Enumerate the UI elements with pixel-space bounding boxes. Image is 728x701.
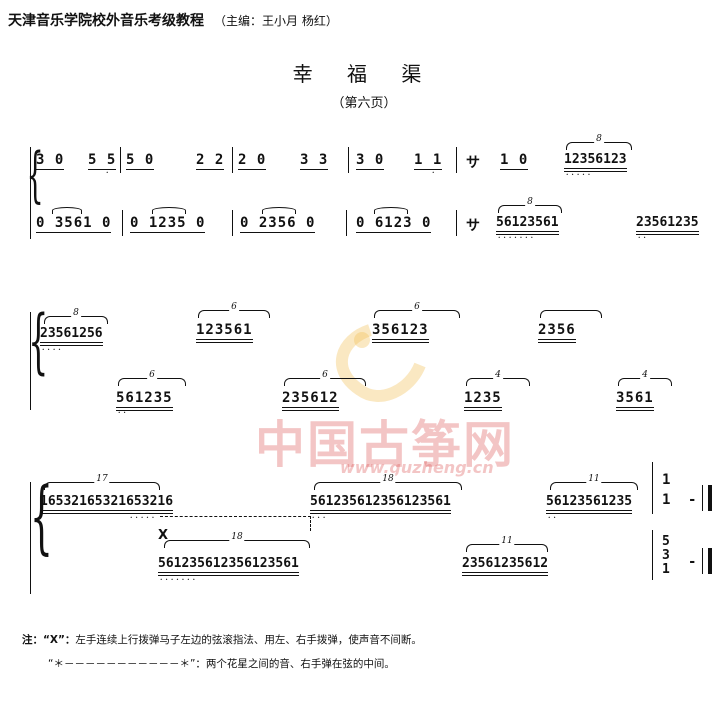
tuplet-bracket: 8 <box>44 308 108 324</box>
note-run: 3561 <box>616 390 654 411</box>
footnote-star: “＊－－－－－－－－－－－＊”：两个花星之间的音、右手弹在弦的中间。 <box>48 658 395 670</box>
note-group: 2 0 <box>238 152 267 170</box>
tuplet-bracket: 8 <box>566 134 632 150</box>
lower-octave-dot: · <box>106 168 112 177</box>
chord-note: 3 <box>662 548 670 563</box>
final-barline <box>708 485 712 511</box>
barline <box>120 147 122 173</box>
scatter-mark: サ <box>466 218 481 234</box>
slur <box>374 207 408 214</box>
note-group: 1 1 <box>414 152 443 170</box>
note-run: 123561 <box>196 322 253 343</box>
barline <box>702 485 704 511</box>
note-group: 3 3 <box>300 152 329 170</box>
barline <box>702 548 704 574</box>
series-name: 天津音乐学院校外音乐考级教程 <box>8 13 204 29</box>
note-run: 23561235 <box>636 215 699 235</box>
watermark-url: www.guzheng.cn <box>340 458 494 477</box>
note-run: 2356 <box>538 322 576 343</box>
final-barline <box>708 548 712 574</box>
footnote-x: 注：“X”：左手连续上行拨弹马子左边的弦滚指法、用左、右手拨弹，使声音不间断。 <box>22 634 422 646</box>
barline <box>456 210 458 236</box>
tuplet-bracket: 18 <box>164 532 310 548</box>
system-brace: { <box>29 470 53 563</box>
note-group: 0 2356 0 <box>240 215 316 233</box>
barline <box>348 147 350 173</box>
tuplet-bracket: 11 <box>550 474 638 490</box>
slur <box>52 207 82 214</box>
watermark-text: 中国古筝网 <box>255 416 515 474</box>
system-barline <box>30 147 32 239</box>
note-run: 356123 <box>372 322 429 343</box>
tuplet-bracket <box>540 310 602 318</box>
barline <box>652 462 654 514</box>
chord-note: 1 <box>662 472 672 488</box>
chord-note: 1 <box>662 562 670 577</box>
page-label: （第六页） <box>331 96 397 111</box>
system-barline <box>30 482 32 594</box>
lower-octave-dots: ·· <box>118 408 129 417</box>
barline <box>652 530 654 580</box>
editors: （主编：王小月 杨红） <box>214 14 338 28</box>
note-group: 3 0 <box>356 152 385 170</box>
lower-octave-dots: ···· <box>42 345 64 354</box>
note-run: 561235612356123561 <box>158 556 299 576</box>
tuplet-bracket: 6 <box>118 370 186 386</box>
barline <box>232 147 234 173</box>
extension-dash: - <box>688 554 698 570</box>
note-group: 1 0 <box>500 152 529 170</box>
barline <box>122 210 124 236</box>
note-run: 235612 <box>282 390 339 411</box>
note-run: 56123561235 <box>546 494 633 514</box>
chord-note: 1 <box>662 492 672 508</box>
system-barline <box>30 312 32 410</box>
x-technique-mark: X <box>158 528 169 543</box>
lower-octave-dots: ······· <box>498 233 537 242</box>
slur <box>152 207 186 214</box>
dashed-bracket <box>160 516 311 531</box>
lower-octave-dot: · <box>432 168 438 177</box>
barline <box>456 147 458 173</box>
lower-octave-dots: ····· <box>566 170 594 179</box>
note-run: 561235 <box>116 390 173 411</box>
piece-title: 幸 福 渠 <box>292 62 436 86</box>
tuplet-bracket: 4 <box>466 370 530 386</box>
note-run: 56123561 <box>496 215 559 235</box>
lower-octave-dots: ····· <box>130 513 158 522</box>
note-group: 5 5 <box>88 152 117 170</box>
tuplet-bracket: 11 <box>466 536 548 552</box>
lower-octave-dots: ··· <box>312 513 329 522</box>
note-run: 23561235612 <box>462 556 549 576</box>
tuplet-bracket: 4 <box>618 370 672 386</box>
book-series-title: 天津音乐学院校外音乐考级教程 （主编：王小月 杨红） <box>8 10 338 30</box>
tuplet-bracket: 6 <box>284 370 366 386</box>
tuplet-bracket: 6 <box>374 302 460 318</box>
note-run: 12356123 <box>564 152 627 172</box>
lower-octave-dots: ······· <box>160 575 199 584</box>
chord-note: 5 <box>662 534 670 549</box>
note-group: 0 3561 0 <box>36 215 112 233</box>
tuplet-bracket: 6 <box>198 302 270 318</box>
barline <box>346 210 348 236</box>
lower-octave-dots: ·· <box>638 233 649 242</box>
scatter-mark: サ <box>466 155 481 171</box>
tuplet-bracket: 8 <box>498 197 562 213</box>
extension-dash: - <box>688 492 698 508</box>
note-run: 561235612356123561 <box>310 494 451 514</box>
slur <box>262 207 296 214</box>
note-group: 5 0 <box>126 152 155 170</box>
system-brace: { <box>28 300 49 382</box>
note-group: 3 0 <box>36 152 65 170</box>
watermark-logo <box>335 324 426 402</box>
tuplet-bracket: 17 <box>44 474 160 490</box>
note-run: 23561256 <box>40 326 103 346</box>
note-group: 2 2 <box>196 152 225 170</box>
note-group: 0 1235 0 <box>130 215 206 233</box>
note-group: 0 6123 0 <box>356 215 432 233</box>
note-run: 1235 <box>464 390 502 411</box>
lower-octave-dots: ·· <box>548 513 559 522</box>
tuplet-bracket: 18 <box>314 474 462 490</box>
barline <box>232 210 234 236</box>
note-run: 16532165321653216 <box>40 494 174 514</box>
